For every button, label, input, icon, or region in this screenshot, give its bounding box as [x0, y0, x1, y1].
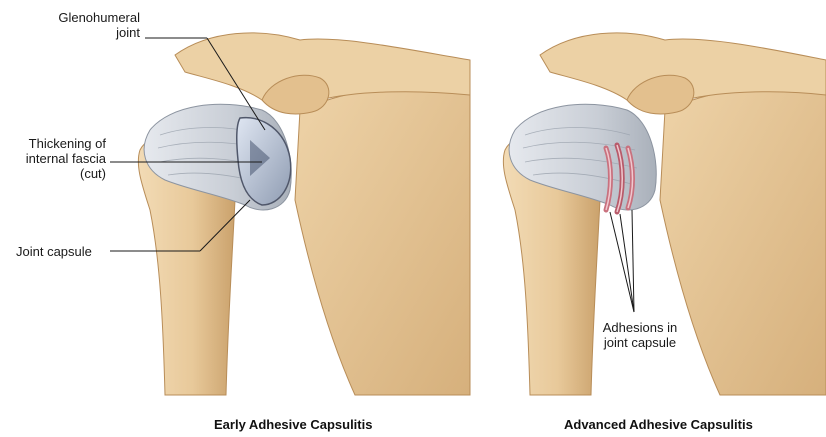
label-thickening-line3: (cut) [0, 166, 106, 181]
early-shoulder [138, 33, 470, 395]
label-glenohumeral: Glenohumeral joint [30, 10, 140, 40]
caption-early: Early Adhesive Capsulitis [214, 417, 372, 432]
pointer-adhesions [610, 210, 634, 312]
scapula-left [295, 87, 470, 395]
label-adhesions: Adhesions in joint capsule [590, 320, 690, 350]
label-thickening-line2: internal fascia [0, 151, 106, 166]
label-adhesions-line2: joint capsule [590, 335, 690, 350]
label-thickening-line1: Thickening of [0, 136, 106, 151]
label-glenohumeral-line1: Glenohumeral [30, 10, 140, 25]
label-glenohumeral-line2: joint [30, 25, 140, 40]
label-adhesions-line1: Adhesions in [590, 320, 690, 335]
label-joint-capsule: Joint capsule [16, 244, 92, 259]
label-thickening: Thickening of internal fascia (cut) [0, 136, 106, 181]
caption-advanced: Advanced Adhesive Capsulitis [564, 417, 753, 432]
